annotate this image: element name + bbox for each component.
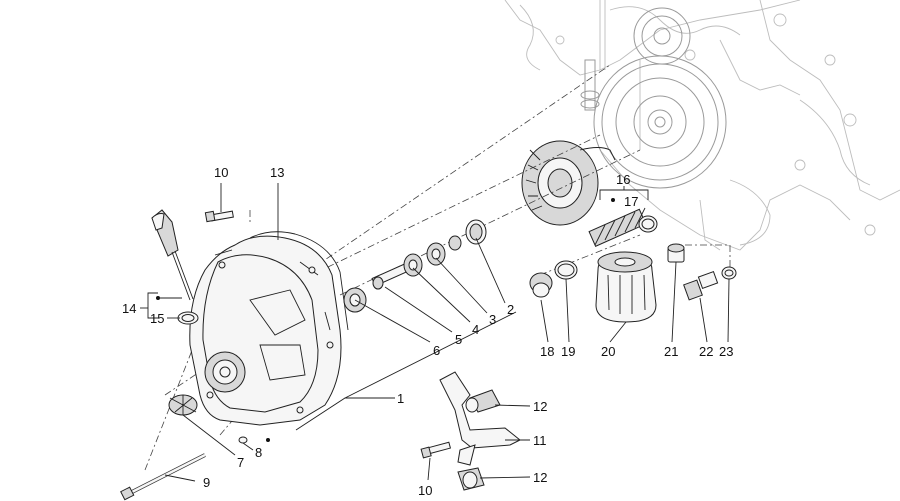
callout-5: 5 [455,332,462,347]
hose-clamp-upper [465,389,501,413]
callout-2: 2 [507,302,514,317]
callout-11: 11 [533,433,547,448]
crankcase-cover [189,235,342,426]
callout-leaders [140,183,730,482]
starter-gear [633,7,691,65]
callout-21: 21 [664,344,678,359]
callout-7: 7 [237,455,244,470]
callout-22: 22 [699,344,713,359]
callout-15: 15 [150,311,164,326]
mounting-bracket [439,371,521,466]
oil-pressure-switch [683,270,719,301]
callout-13: 13 [270,165,284,180]
callout-6: 6 [433,343,440,358]
callout-4: 4 [472,322,479,337]
small-washer [238,436,248,444]
callout-20: 20 [601,344,615,359]
drain-plug-gasket [554,260,578,280]
callout-16: 16 [616,172,630,187]
engine-block-background [504,0,900,251]
bolt-upper [204,210,234,223]
bolt-lower [420,441,452,459]
callout-10-lower: 10 [418,483,432,498]
callout-23: 23 [719,344,733,359]
drain-plug [529,272,553,298]
long-bolt [120,453,206,501]
flywheel-rotor [593,55,727,189]
callout-labels: 10 13 14 15 6 5 4 3 2 1 7 8 9 10 11 12 1… [122,165,733,498]
oil-dipstick [151,209,194,301]
callout-18: 18 [540,344,554,359]
filter-nipple [667,243,685,263]
oil-filter [595,251,657,323]
pump-shaft-assembly [343,219,487,313]
callout-9: 9 [203,475,210,490]
callout-12-upper: 12 [533,399,547,414]
switch-washer [721,266,737,280]
stator-coil [521,140,616,226]
callout-10-upper: 10 [214,165,228,180]
hose-clamp-lower [457,467,485,491]
callout-19: 19 [561,344,575,359]
callout-12-lower: 12 [533,470,547,485]
oil-strainer [588,207,647,247]
callout-14: 14 [122,301,136,316]
cover-gasket [249,231,349,331]
o-ring-15 [177,311,199,325]
callout-3: 3 [489,312,496,327]
callout-8: 8 [255,445,262,460]
vertical-tube [580,59,600,111]
callout-1: 1 [397,391,404,406]
strainer-o-ring [638,215,658,233]
pump-impeller [168,394,198,416]
callout-17: 17 [624,194,638,209]
